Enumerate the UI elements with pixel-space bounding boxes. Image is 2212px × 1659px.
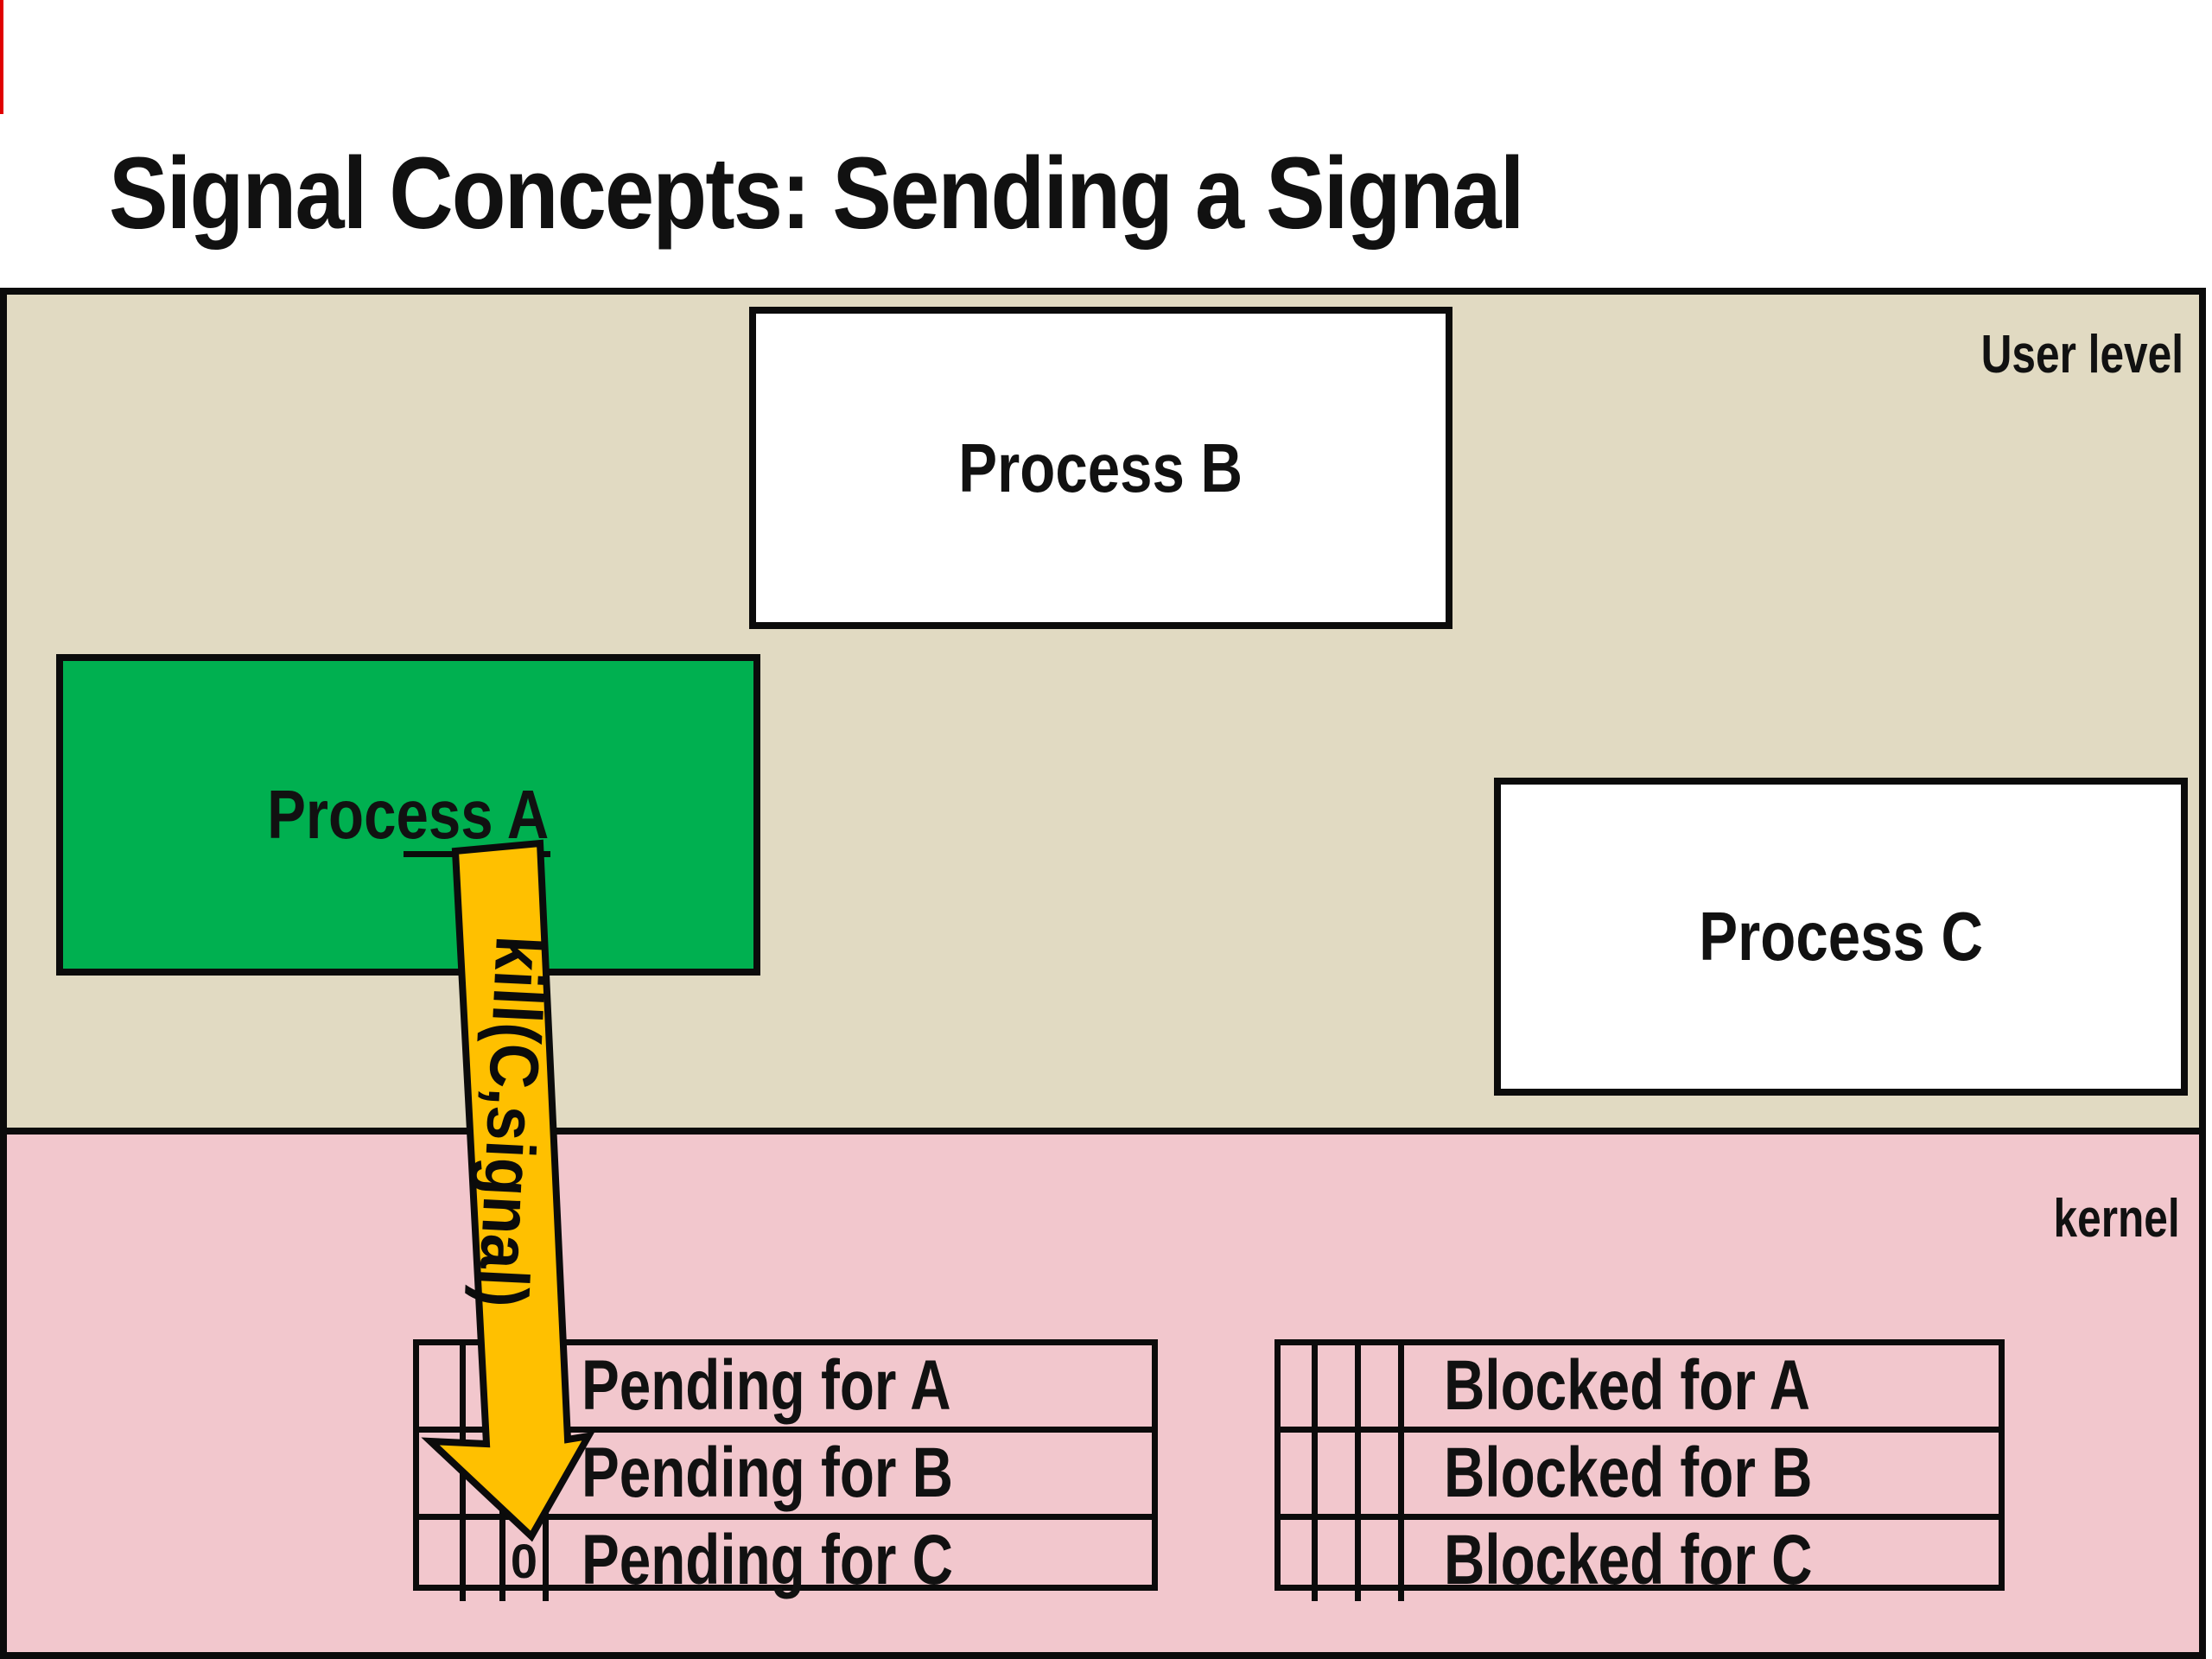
signal-slot-cell: [466, 1520, 505, 1601]
blocked-signals-table: Blocked for A Blocked for B Blocked for …: [1274, 1339, 2005, 1601]
process-a-box: Process A: [56, 654, 760, 976]
signal-slot-cell: [1361, 1433, 1404, 1514]
slide-title: Signal Concepts: Sending a Signal: [109, 137, 1524, 251]
table-row: Blocked for B: [1281, 1427, 1999, 1514]
signal-slot-cell: [419, 1520, 466, 1601]
process-c-box: Process C: [1494, 778, 2188, 1096]
table-row: Blocked for C: [1281, 1514, 1999, 1601]
signal-slot-cell: [1361, 1520, 1404, 1601]
row-label: Blocked for C: [1444, 1521, 1813, 1599]
table-row: Blocked for A: [1281, 1345, 1999, 1427]
kernel-region: kernel: [7, 1128, 2199, 1652]
screen-edge-artifact: [0, 0, 3, 114]
pending-c-signal-value: 0: [505, 1520, 549, 1601]
signal-slot-cell: [419, 1433, 466, 1514]
process-b-box: Process B: [749, 307, 1452, 629]
row-label: Blocked for B: [1444, 1433, 1813, 1512]
process-a-label: Process A: [267, 776, 550, 853]
signal-slot-cell: [1361, 1345, 1404, 1427]
row-label: Blocked for A: [1444, 1346, 1811, 1425]
pending-signals-table: Pending for A Pending for B 0 Pending fo…: [413, 1339, 1158, 1601]
row-label: Pending for B: [582, 1433, 954, 1512]
signal-diagram: User level kernel Process B Process A Pr…: [0, 288, 2206, 1659]
table-row: Pending for B: [419, 1427, 1152, 1514]
process-c-label: Process C: [1699, 898, 1983, 975]
process-a-underline: [404, 851, 550, 857]
signal-slot-cell: [1318, 1433, 1361, 1514]
process-b-label: Process B: [958, 429, 1243, 506]
user-level-label: User level: [1980, 325, 2183, 385]
kernel-label: kernel: [2053, 1189, 2180, 1249]
signal-slot-cell: [466, 1433, 505, 1514]
signal-slot-cell: [1281, 1520, 1318, 1601]
row-label: Pending for C: [582, 1521, 954, 1599]
signal-slot-cell: [419, 1345, 466, 1427]
table-row: 0 Pending for C: [419, 1514, 1152, 1601]
table-row: Pending for A: [419, 1345, 1152, 1427]
signal-slot-cell: [505, 1345, 549, 1427]
signal-slot-cell: [466, 1345, 505, 1427]
signal-slot-cell: [1281, 1345, 1318, 1427]
row-label: Pending for A: [582, 1346, 951, 1425]
signal-slot-cell: [1318, 1520, 1361, 1601]
signal-slot-cell: [505, 1433, 549, 1514]
signal-slot-cell: [1281, 1433, 1318, 1514]
signal-slot-cell: [1318, 1345, 1361, 1427]
